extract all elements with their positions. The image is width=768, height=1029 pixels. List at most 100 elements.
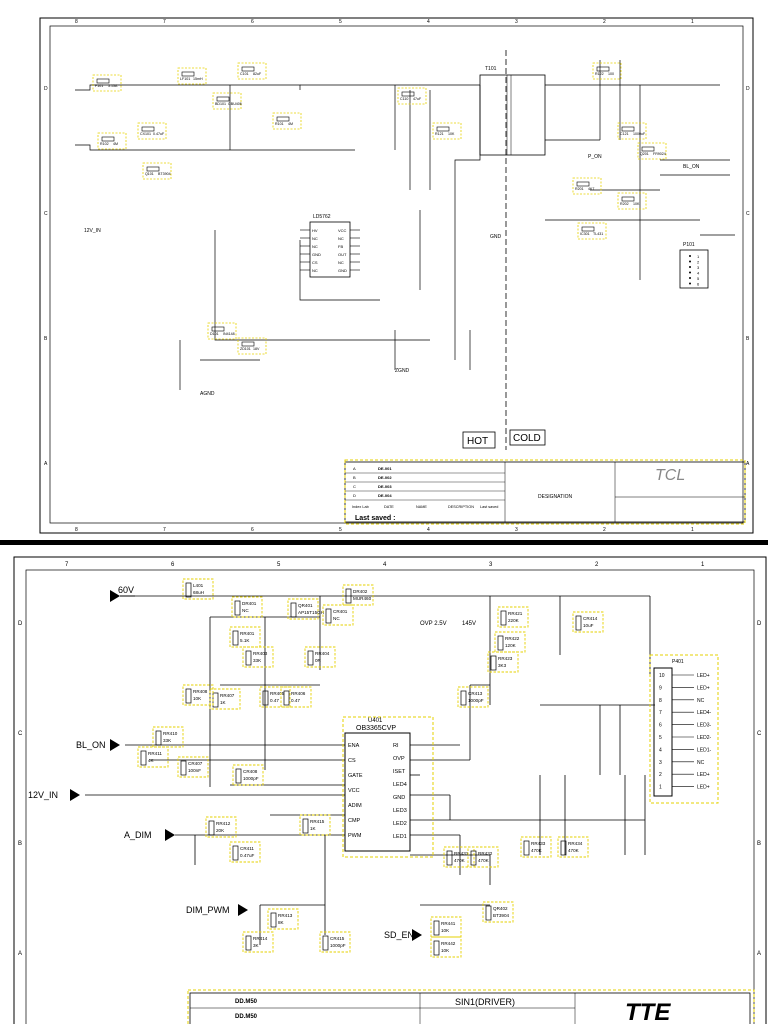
- ic-pin-label: OVP: [393, 756, 405, 762]
- rev-desc: DE-002: [378, 475, 392, 480]
- component-value: TL431: [593, 232, 603, 236]
- side-letter: C: [44, 211, 48, 217]
- connector-pin-label: NC: [697, 698, 705, 704]
- net-sd-en: SD_EN: [384, 930, 414, 940]
- component-ref: R102: [100, 142, 109, 146]
- ovp-label: OVP 2.5V: [420, 621, 447, 627]
- connector-pin-number: 9: [659, 685, 662, 691]
- component-value: 82uF: [253, 72, 262, 76]
- ic-pin-label: OUT: [338, 252, 347, 257]
- connector-pin-dot: [689, 255, 691, 257]
- component-value: 100nF: [188, 768, 201, 773]
- driver-ic-u401: U401 OB3365CVP ENACSGATEVCCADIMCMPPWMRIO…: [342, 716, 434, 858]
- zone-number: 3: [515, 527, 518, 533]
- side-letter: A: [757, 951, 761, 957]
- component-ref: RR413: [278, 913, 293, 918]
- tcl-logo: TCL: [655, 467, 685, 484]
- net-a-dim: A_DIM: [124, 830, 152, 840]
- component-ref: C101: [240, 72, 249, 76]
- connector-pin-dot: [689, 277, 691, 279]
- component-ref: Q201: [640, 152, 649, 156]
- zone-number: 1: [691, 527, 694, 533]
- side-letter: D: [18, 621, 23, 627]
- ic-pin-label: ISET: [393, 769, 406, 775]
- ic-pin-label: GND: [393, 795, 405, 801]
- rev-desc: DE-001: [378, 466, 392, 471]
- component-ref: RR401: [240, 631, 255, 636]
- component-ref: RR403: [253, 651, 268, 656]
- component-ref: QR401: [298, 603, 313, 608]
- net-label: GND: [490, 234, 502, 240]
- component-value: 470K: [478, 858, 490, 863]
- component-value: 10K: [448, 132, 455, 136]
- connector-pin-label: LED+: [697, 685, 710, 691]
- connector-pin-number: 6: [697, 282, 700, 287]
- component-ref: F101: [95, 84, 103, 88]
- zone-number: 6: [251, 527, 254, 533]
- ic-pin-label: CS: [312, 260, 318, 265]
- component-ref: CR407: [188, 761, 203, 766]
- component-value: 1000uF: [633, 132, 646, 136]
- side-letter: D: [44, 86, 48, 92]
- ic-pin-label: FB: [338, 244, 343, 249]
- side-letter: D: [757, 621, 762, 627]
- component-ref: RR411: [148, 751, 162, 756]
- component-ref: RR433: [531, 841, 546, 846]
- component-value: 1000pF: [330, 943, 346, 948]
- component-ref: CX101: [140, 132, 151, 136]
- component-ref: RR431: [454, 851, 469, 856]
- side-letter: B: [18, 841, 22, 847]
- component-ref: RR415: [310, 819, 325, 824]
- title-header-cell: DATE: [384, 505, 394, 509]
- component-ref: CR401: [333, 609, 348, 614]
- component-value: 47uF: [413, 97, 422, 101]
- component-value: 33K: [163, 738, 172, 743]
- sheet-divider: [0, 540, 768, 545]
- component-ref: R101: [275, 122, 284, 126]
- component-value: 10K: [633, 202, 640, 206]
- component-value: MUR460: [353, 596, 372, 601]
- component-ref: R201: [575, 187, 584, 191]
- component-ref: D101: [210, 332, 219, 336]
- rev-index: C: [353, 484, 356, 489]
- component-value: 0.47: [291, 698, 300, 703]
- ic-pin-label: GND: [338, 268, 347, 273]
- connector-pin-number: 1: [659, 785, 662, 791]
- ic-pin-label: LED3: [393, 808, 407, 814]
- rev-desc: DE-003: [378, 484, 392, 489]
- component-value: 0.47: [270, 698, 279, 703]
- component-value: BT3904: [493, 913, 510, 918]
- ic-pin-label: ADIM: [348, 803, 362, 809]
- side-letter: C: [746, 211, 750, 217]
- component-value: 20K: [216, 828, 225, 833]
- cold-label-box: [509, 429, 546, 446]
- component-value: 1000pF: [243, 776, 259, 781]
- zone-number: 6: [251, 19, 254, 25]
- component-ref: RR404: [315, 651, 330, 656]
- connector-pin-number: 3: [659, 760, 662, 766]
